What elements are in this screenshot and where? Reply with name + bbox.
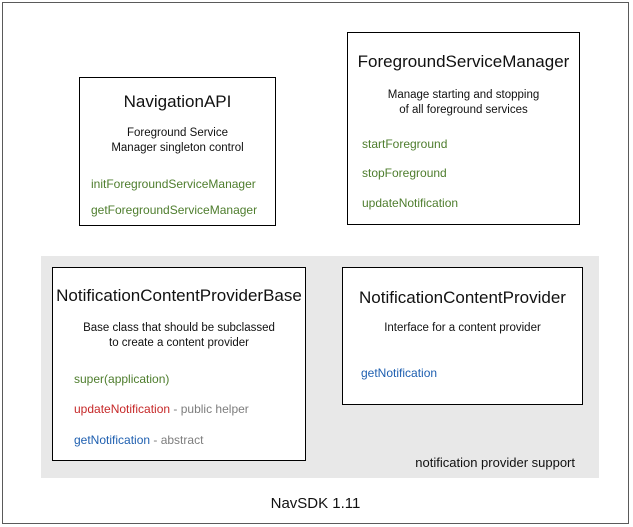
class-description-navigation-api: Foreground Service Manager singleton con…: [80, 126, 275, 157]
class-member-name: getNotification: [74, 432, 151, 447]
class-member[interactable]: super(application): [74, 372, 305, 386]
class-title-notification-content-provider: NotificationContentProvider: [359, 288, 566, 307]
class-member-list-notification-content-provider-base: super(application) updateNotification - …: [53, 372, 305, 447]
class-description-line: Base class that should be subclassed: [83, 321, 275, 334]
class-description-foreground-service-manager: Manage starting and stopping of all fore…: [348, 88, 579, 119]
class-box-notification-content-provider[interactable]: NotificationContentProvider Interface fo…: [342, 267, 583, 405]
class-member-name: stopForeground: [362, 166, 447, 181]
class-description-line: Interface for a content provider: [384, 321, 541, 334]
class-member-list-foreground-service-manager: startForeground stopForeground updateNot…: [348, 137, 579, 210]
class-member-list-navigation-api: initForegroundServiceManager getForegrou…: [80, 177, 275, 218]
class-description-line: Manage starting and stopping: [387, 88, 540, 101]
diagram-footer-label: NavSDK 1.11: [270, 495, 361, 512]
class-description-line: to create a content provider: [109, 337, 249, 350]
class-member[interactable]: startForeground: [362, 137, 579, 151]
class-member-name: updateNotification: [362, 195, 459, 210]
class-member[interactable]: updateNotification - public helper: [74, 402, 305, 416]
class-member-name: initForegroundServiceManager: [91, 176, 256, 191]
class-member-name: getNotification: [361, 366, 438, 381]
class-description-line: Foreground Service: [127, 126, 228, 139]
class-box-notification-content-provider-base[interactable]: NotificationContentProviderBase Base cla…: [52, 267, 306, 461]
class-member-note: - abstract: [150, 432, 204, 447]
class-member-list-notification-content-provider: getNotification: [343, 366, 582, 380]
class-member[interactable]: updateNotification: [362, 196, 579, 210]
class-member[interactable]: getForegroundServiceManager: [91, 203, 275, 217]
class-box-foreground-service-manager[interactable]: ForegroundServiceManager Manage starting…: [347, 32, 580, 225]
class-member[interactable]: getNotification - abstract: [74, 433, 305, 447]
class-title-navigation-api: NavigationAPI: [123, 92, 232, 111]
class-member[interactable]: getNotification: [361, 366, 582, 380]
group-region-label: notification provider support: [415, 455, 575, 470]
class-description-line: of all foreground services: [399, 104, 528, 117]
class-member-note: - public helper: [170, 402, 249, 417]
class-description-notification-content-provider: Interface for a content provider: [343, 321, 582, 337]
class-member-name: startForeground: [362, 136, 448, 151]
class-member-name: getForegroundServiceManager: [91, 203, 258, 218]
class-description-line: Manager singleton control: [111, 142, 244, 155]
class-member[interactable]: stopForeground: [362, 166, 579, 180]
class-member-name: updateNotification: [74, 402, 171, 417]
class-member-name: super(application): [74, 371, 170, 386]
class-member[interactable]: initForegroundServiceManager: [91, 177, 275, 191]
class-box-navigation-api[interactable]: NavigationAPI Foreground Service Manager…: [79, 77, 276, 226]
class-title-notification-content-provider-base: NotificationContentProviderBase: [56, 286, 302, 305]
class-description-notification-content-provider-base: Base class that should be subclassed to …: [53, 321, 305, 352]
class-title-foreground-service-manager: ForegroundServiceManager: [357, 52, 570, 71]
